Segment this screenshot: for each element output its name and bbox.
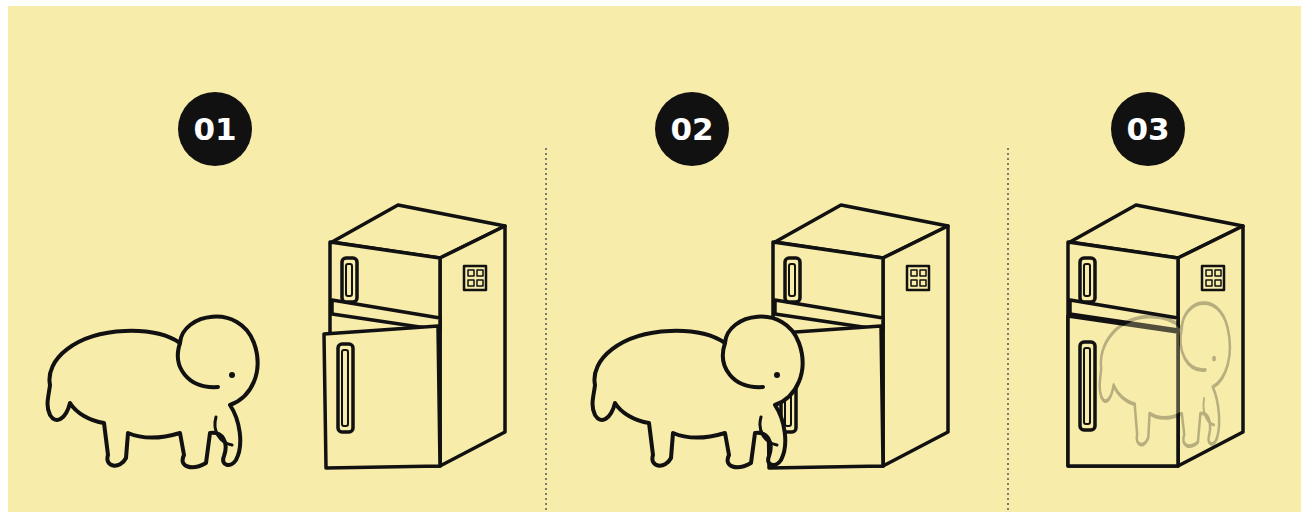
step-number-circle: 03 <box>1111 92 1185 166</box>
step-number: 03 <box>1126 111 1169 147</box>
step-number-circle: 01 <box>178 92 252 166</box>
step-number-circle: 02 <box>655 92 729 166</box>
step-number: 01 <box>193 111 236 147</box>
step-number: 02 <box>670 111 713 147</box>
